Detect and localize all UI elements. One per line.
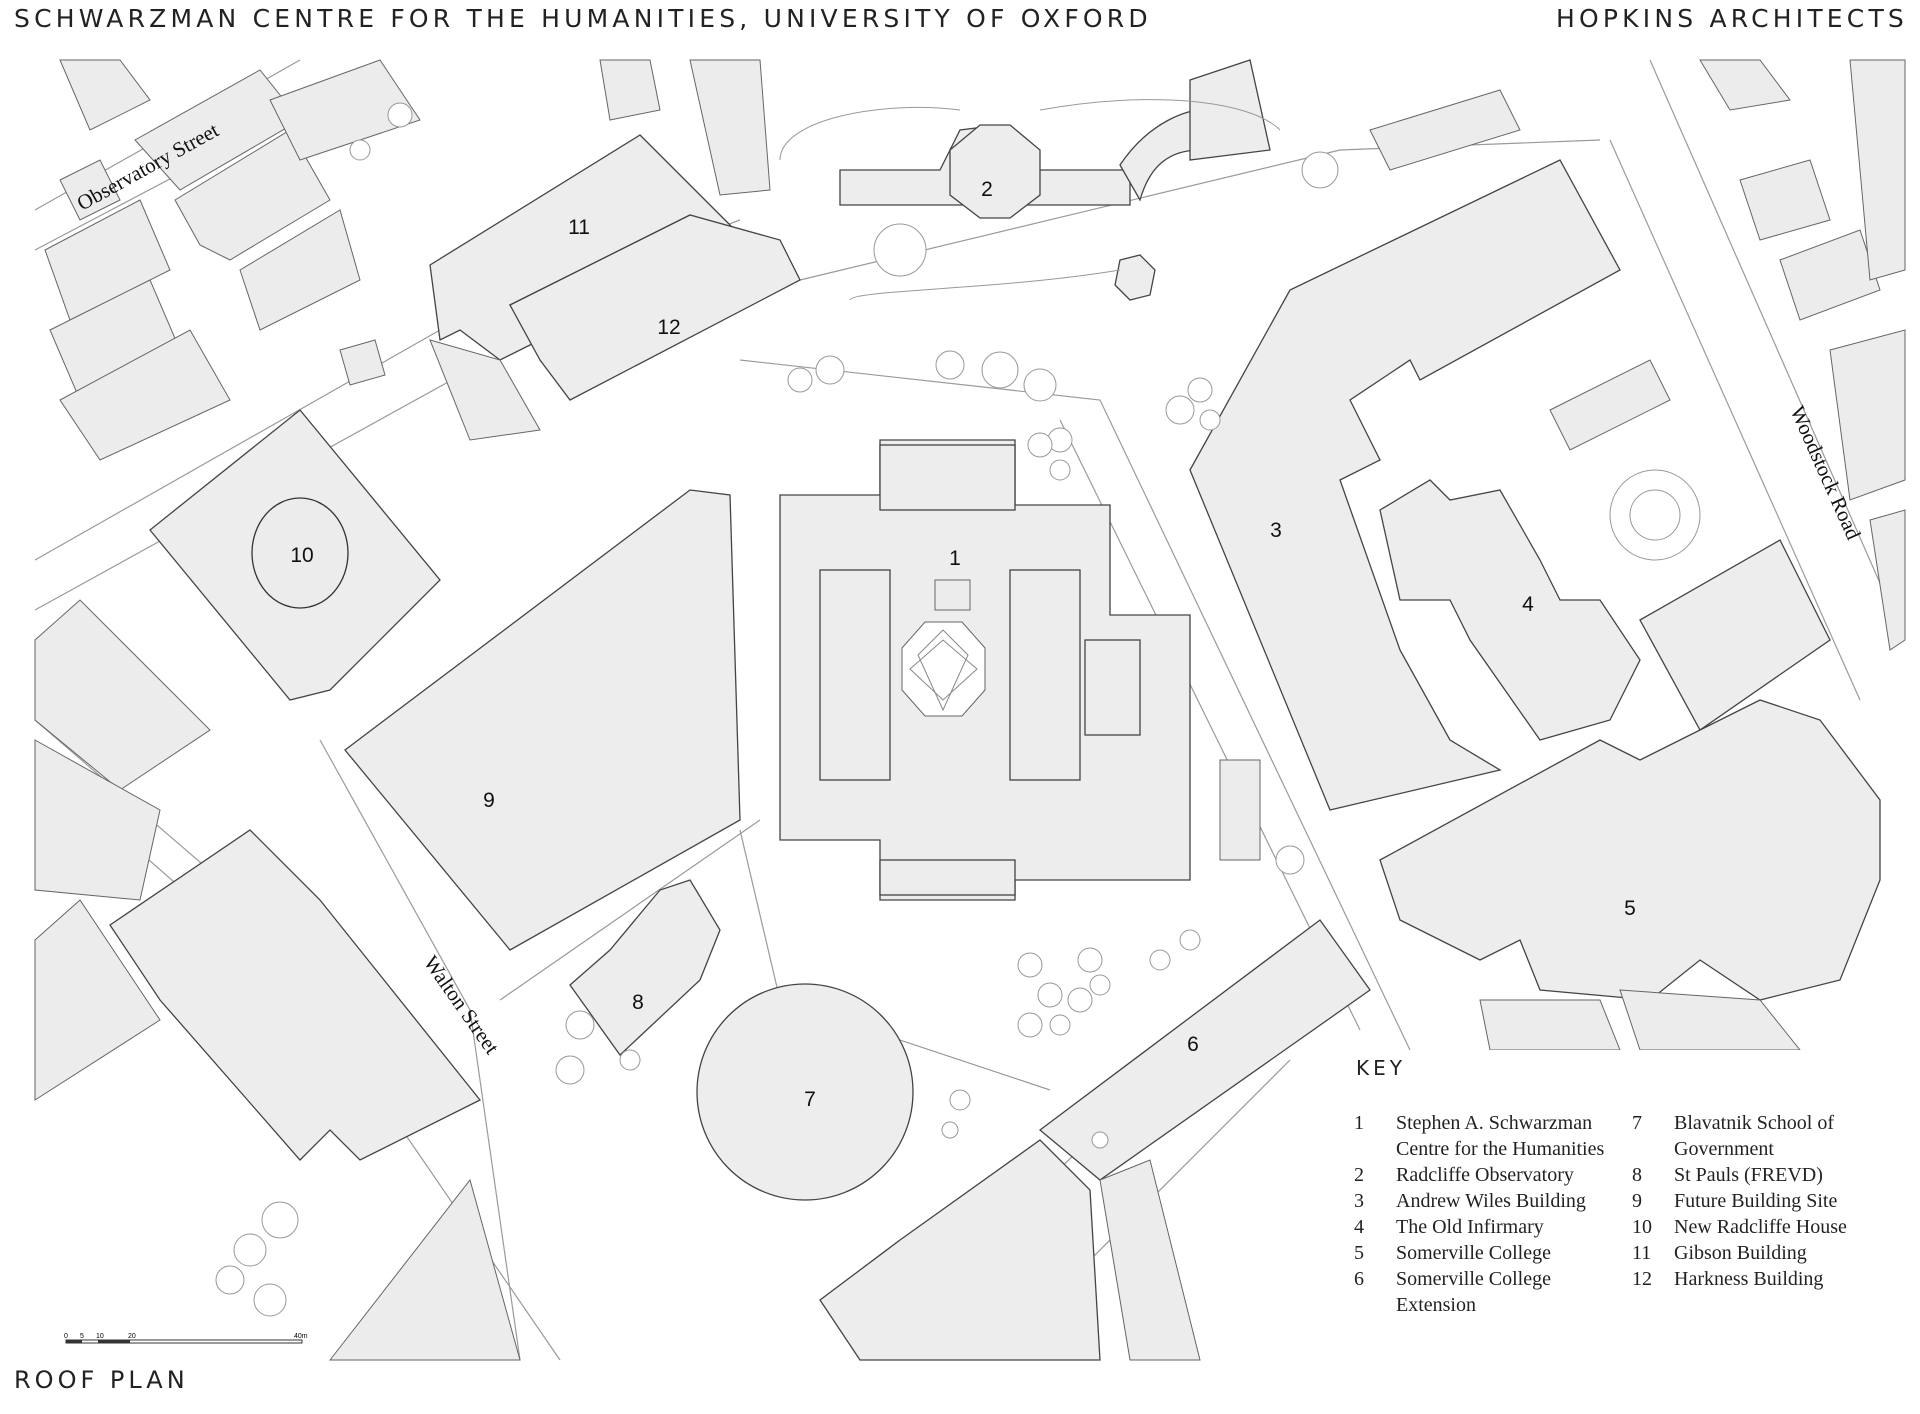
- label-building-9: 9: [483, 789, 495, 812]
- label-building-4: 4: [1522, 593, 1534, 616]
- key-item-text: Stephen A. Schwarzman Centre for the Hum…: [1396, 1112, 1605, 1160]
- building-1-schwarzman-centre: [779, 439, 1261, 901]
- buildings-west: [34, 599, 521, 1361]
- key-item: 4 The Old Infirmary: [1354, 1214, 1624, 1240]
- label-building-5: 5: [1624, 897, 1636, 920]
- key-item: 3 Andrew Wiles Building: [1354, 1188, 1624, 1214]
- key-item-text: Somerville College: [1396, 1242, 1551, 1264]
- key-item-text: Gibson Building: [1674, 1242, 1807, 1264]
- key-item-number: 11: [1632, 1242, 1652, 1264]
- key-item: 6 Somerville College Extension: [1354, 1266, 1624, 1318]
- architect-name: HOPKINS ARCHITECTS: [1556, 4, 1908, 33]
- key-item-number: 2: [1354, 1164, 1364, 1186]
- key-item-number: 3: [1354, 1190, 1364, 1212]
- key-item-number: 5: [1354, 1242, 1364, 1264]
- key-item-text: Blavatnik School of Government: [1674, 1112, 1834, 1160]
- label-building-2: 2: [981, 178, 993, 201]
- key-item-number: 1: [1354, 1112, 1364, 1134]
- key-item-text: Andrew Wiles Building: [1396, 1190, 1586, 1212]
- key-item: 2 Radcliffe Observatory: [1354, 1162, 1624, 1188]
- key-item-number: 7: [1632, 1112, 1642, 1134]
- label-building-3: 3: [1270, 519, 1282, 542]
- key-item: 9 Future Building Site: [1632, 1188, 1892, 1214]
- key-item-number: 4: [1354, 1216, 1364, 1238]
- key-column-1: 1 Stephen A. Schwarzman Centre for the Hu…: [1354, 1110, 1624, 1318]
- label-building-6: 6: [1187, 1033, 1199, 1056]
- building-6-somerville-extension: [819, 919, 1371, 1361]
- label-building-8: 8: [632, 991, 644, 1014]
- building-5-somerville-college: [1379, 699, 1881, 1051]
- key-item: 5 Somerville College: [1354, 1240, 1624, 1266]
- building-12-harkness: [429, 214, 801, 441]
- building-2-radcliffe-observatory: [779, 59, 1281, 301]
- building-3-andrew-wiles: [1189, 159, 1621, 811]
- drawing-title: SCHWARZMAN CENTRE FOR THE HUMANITIES, UN…: [14, 4, 1152, 33]
- label-building-10: 10: [290, 544, 313, 567]
- key-item-text: St Pauls (FREVD): [1674, 1164, 1823, 1186]
- key-item-text: Radcliffe Observatory: [1396, 1164, 1574, 1186]
- key-item: 10 New Radcliffe House: [1632, 1214, 1892, 1240]
- label-building-1: 1: [949, 547, 961, 570]
- trees: [215, 102, 1339, 1317]
- building-8-st-pauls: [569, 879, 721, 1056]
- terrace-houses-northwest: [44, 59, 771, 461]
- scale-label-40m: 40m: [294, 1333, 308, 1340]
- scale-label-0: 0: [64, 1333, 68, 1340]
- building-10-new-radcliffe-house: [149, 409, 441, 701]
- key-item: 8 St Pauls (FREVD): [1632, 1162, 1892, 1188]
- building-9-future-building-site: [344, 489, 741, 951]
- building-7-blavatnik-school: [696, 983, 914, 1201]
- label-building-11: 11: [568, 216, 590, 239]
- label-building-7: 7: [804, 1088, 816, 1111]
- key-item-number: 10: [1632, 1216, 1652, 1238]
- key-item-text: Somerville College Extension: [1396, 1268, 1551, 1316]
- key-item-text: Future Building Site: [1674, 1190, 1838, 1212]
- key-item-text: The Old Infirmary: [1396, 1216, 1544, 1238]
- drawing-type-title: ROOF PLAN: [14, 1366, 189, 1394]
- key-item-number: 8: [1632, 1164, 1642, 1186]
- key-item: 1 Stephen A. Schwarzman Centre for the Hu…: [1354, 1110, 1624, 1162]
- buildings-northeast: [1369, 59, 1906, 651]
- scale-label-10: 10: [96, 1333, 104, 1340]
- key-item: 7 Blavatnik School of Government: [1632, 1110, 1892, 1162]
- scale-bar: 0 5 10 20 40m: [64, 1333, 308, 1344]
- scale-label-5: 5: [80, 1333, 84, 1340]
- label-building-12: 12: [657, 316, 680, 339]
- scale-label-20: 20: [128, 1333, 136, 1340]
- key-item: 12 Harkness Building: [1632, 1266, 1892, 1292]
- key-item-number: 12: [1632, 1268, 1652, 1290]
- key-item-number: 9: [1632, 1190, 1642, 1212]
- map-key: KEY 1 Stephen A. Schwarzman Centre for th…: [1340, 1050, 1900, 1345]
- key-item-number: 6: [1354, 1268, 1364, 1290]
- key-item-text: Harkness Building: [1674, 1268, 1824, 1290]
- key-item-text: New Radcliffe House: [1674, 1216, 1847, 1238]
- key-column-2: 7 Blavatnik School of Government 8 St Paul…: [1632, 1110, 1892, 1292]
- building-4-old-infirmary: [1379, 359, 1831, 741]
- key-item: 11 Gibson Building: [1632, 1240, 1892, 1266]
- key-title: KEY: [1356, 1056, 1406, 1080]
